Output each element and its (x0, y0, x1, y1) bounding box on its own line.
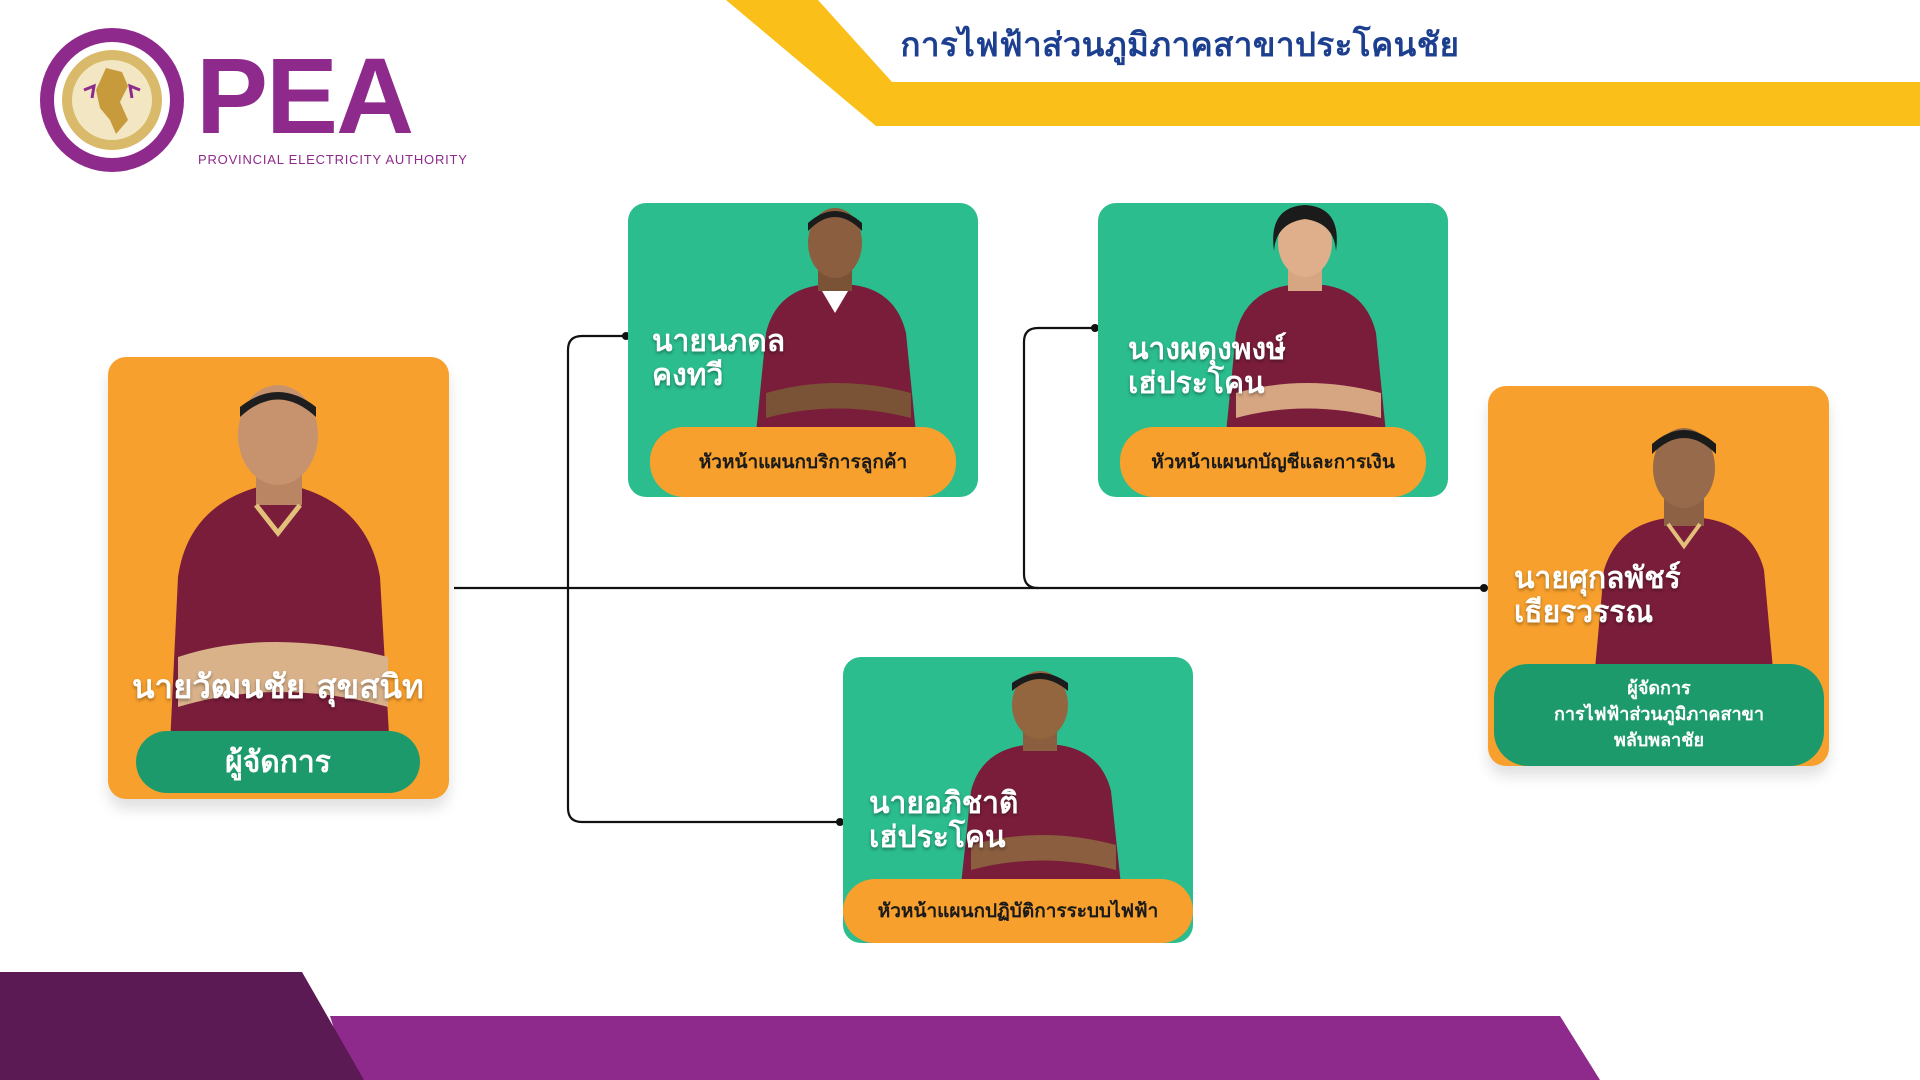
name-line: นางผดุงพงษ์ (1128, 332, 1286, 367)
person-photo (756, 208, 916, 433)
name-line: นายนภดล (652, 324, 786, 359)
branch-manager-name: นายศุกลพัชร์ เธียรวรรณ (1514, 562, 1681, 629)
person-photo (1226, 205, 1386, 433)
manager-role: ผู้จัดการ (136, 731, 420, 793)
name-line: นายอภิชาติ (869, 786, 1019, 821)
name-line: คงทวี (652, 357, 724, 393)
name-line: เธียรวรรณ (1514, 594, 1654, 630)
accounting-name: นางผดุงพงษ์ เฮ่ประโคน (1128, 333, 1286, 400)
connector-dot (1480, 584, 1488, 592)
pea-seal-icon (40, 28, 184, 172)
pea-logo: PEA PROVINCIAL ELECTRICITY AUTHORITY (36, 24, 467, 174)
person-photo (1594, 428, 1774, 680)
card-operations: นายอภิชาติ เฮ่ประโคน หัวหน้าแผนกปฏิบัติก… (843, 657, 1193, 943)
manager-name: นายวัฒนชัย สุขสนิท (132, 667, 424, 706)
person-photo (961, 671, 1121, 885)
pea-subtitle: PROVINCIAL ELECTRICITY AUTHORITY (198, 152, 468, 167)
customer-service-name: นายนภดล คงทวี (652, 325, 785, 392)
person-photo (168, 385, 392, 787)
card-manager: นายวัฒนชัย สุขสนิท ผู้จัดการ (108, 357, 449, 799)
connector-dot (836, 818, 844, 826)
footer-band (0, 972, 1600, 1080)
accounting-role: หัวหน้าแผนกบัญชีและการเงิน (1120, 427, 1426, 497)
card-customer-service: นายนภดล คงทวี หัวหน้าแผนกบริการลูกค้า (628, 203, 978, 497)
card-branch-manager: นายศุกลพัชร์ เธียรวรรณ ผู้จัดการ การไฟฟ้… (1488, 386, 1829, 766)
operations-role: หัวหน้าแผนกปฏิบัติการระบบไฟฟ้า (843, 879, 1193, 943)
role-line: ผู้จัดการ (1627, 677, 1691, 699)
role-line: การไฟฟ้าส่วนภูมิภาคสาขา (1554, 703, 1764, 725)
header-band (726, 0, 1920, 126)
role-line: พลับพลาชัย (1613, 730, 1705, 752)
operations-name: นายอภิชาติ เฮ่ประโคน (869, 787, 1018, 854)
name-line: เฮ่ประโคน (1128, 365, 1265, 401)
name-line: เฮ่ประโคน (869, 819, 1006, 855)
customer-service-role: หัวหน้าแผนกบริการลูกค้า (650, 427, 956, 497)
pea-wordmark: PEA (196, 35, 414, 156)
card-accounting: นางผดุงพงษ์ เฮ่ประโคน หัวหน้าแผนกบัญชีแล… (1098, 203, 1448, 497)
page-title: การไฟฟ้าส่วนภูมิภาคสาขาประโคนชัย (900, 25, 1460, 64)
branch-manager-role: ผู้จัดการ การไฟฟ้าส่วนภูมิภาคสาขา พลับพล… (1494, 664, 1824, 766)
connector-dot (1091, 324, 1099, 332)
name-line: นายศุกลพัชร์ (1514, 561, 1681, 596)
